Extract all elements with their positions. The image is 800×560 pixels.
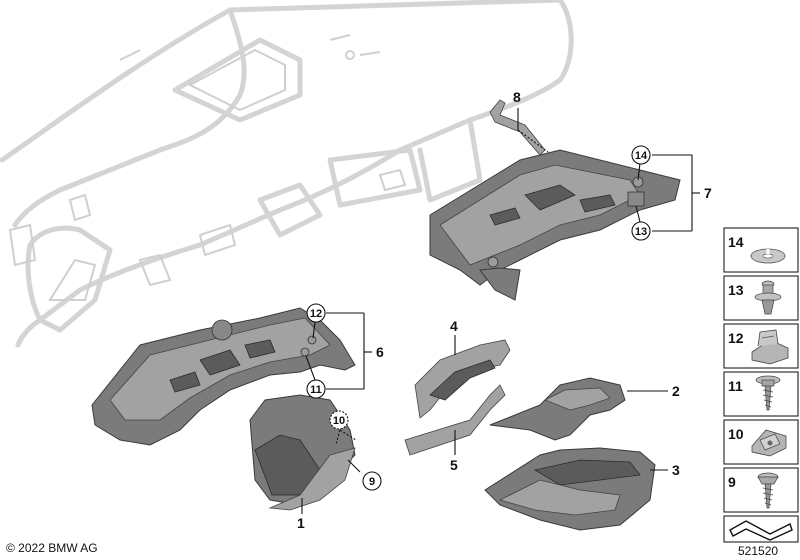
fastener-sidebar: 14 13 12 xyxy=(723,227,799,543)
expansion-rivet-icon xyxy=(754,280,782,315)
callout-13-circle[interactable] xyxy=(631,221,651,241)
sidebar-item-label: 9 xyxy=(728,474,736,490)
sidebar-item-view[interactable] xyxy=(723,515,799,543)
callout-14[interactable]: 14 xyxy=(635,150,648,162)
sidebar-item-12[interactable]: 12 xyxy=(723,323,799,369)
callout-6[interactable]: 6 xyxy=(376,344,384,360)
sidebar-item-label: 13 xyxy=(728,282,744,298)
callout-11-circle[interactable] xyxy=(306,379,326,399)
callout-10[interactable]: 10 xyxy=(333,415,345,427)
sidebar-item-14[interactable]: 14 xyxy=(723,227,799,273)
dashboard-ghost xyxy=(0,0,574,348)
callout-5[interactable]: 5 xyxy=(450,457,458,473)
part-3-column-cover-lower[interactable] xyxy=(484,447,656,531)
callout-1[interactable]: 1 xyxy=(297,515,305,531)
part-6-lower-trim-left[interactable] xyxy=(91,307,356,446)
sidebar-item-9[interactable]: 9 xyxy=(723,467,799,513)
part-5-trim-strip[interactable] xyxy=(404,384,506,456)
callouts: 8 7 6 4 5 2 3 1 14 13 12 11 10 9 xyxy=(297,89,712,531)
part-1-storage-compartment[interactable] xyxy=(249,394,356,511)
callout-12-circle[interactable] xyxy=(306,303,326,323)
callout-11[interactable]: 11 xyxy=(310,384,322,396)
callout-8[interactable]: 8 xyxy=(513,89,521,105)
sidebar-item-label: 10 xyxy=(728,426,744,442)
sidebar-item-11[interactable]: 11 xyxy=(723,371,799,417)
callout-7[interactable]: 7 xyxy=(704,185,712,201)
tapping-screw-icon xyxy=(757,472,779,509)
callout-9-circle[interactable] xyxy=(362,471,382,491)
part-2-column-cover-upper[interactable] xyxy=(489,377,626,441)
callout-4[interactable]: 4 xyxy=(450,318,458,334)
leader-lines xyxy=(301,108,700,514)
diagram-number: 521520 xyxy=(738,544,778,558)
callout-2[interactable]: 2 xyxy=(672,383,680,399)
callout-12[interactable]: 12 xyxy=(310,308,322,320)
sidebar-item-10[interactable]: 10 xyxy=(723,419,799,465)
sidebar-item-label: 14 xyxy=(728,234,744,250)
callout-10-circle[interactable] xyxy=(329,410,349,430)
copyright: © 2022 BMW AG xyxy=(6,541,98,555)
part-4-upper-column-trim[interactable] xyxy=(414,339,511,419)
spring-clip-icon xyxy=(751,329,789,365)
callout-9[interactable]: 9 xyxy=(369,476,375,488)
callout-13[interactable]: 13 xyxy=(635,226,647,238)
sidebar-item-label: 12 xyxy=(728,330,744,346)
callout-14-circle[interactable] xyxy=(631,145,651,165)
flange-screw-icon xyxy=(755,375,781,411)
callout-3[interactable]: 3 xyxy=(672,462,680,478)
speed-nut-icon xyxy=(751,429,787,457)
sidebar-item-label: 11 xyxy=(728,378,743,394)
sidebar-item-13[interactable]: 13 xyxy=(723,275,799,321)
washer-icon xyxy=(750,248,786,264)
view-arrow-icon xyxy=(729,520,793,541)
part-7-lower-trim-right[interactable] xyxy=(429,149,681,301)
